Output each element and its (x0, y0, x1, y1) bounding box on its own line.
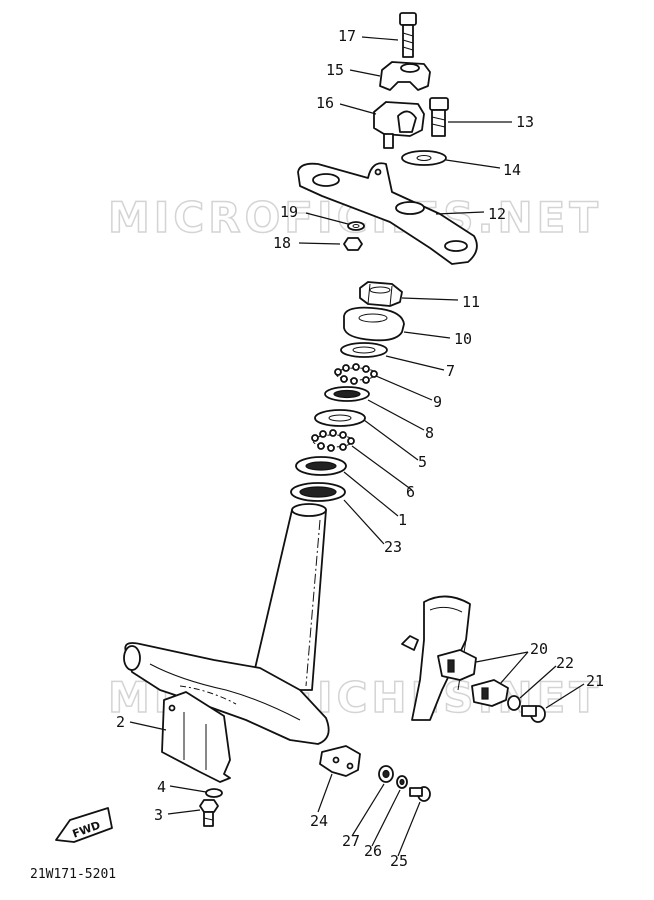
part-18-nut (343, 237, 363, 251)
part-11-ring-nut (359, 281, 403, 307)
part-27-washer (378, 765, 394, 783)
part-9-ball-bearing (334, 363, 378, 385)
callout-9: 9 (433, 393, 442, 411)
part-8-race (324, 386, 370, 402)
part-13-bolt (429, 97, 449, 137)
part-2-cover (161, 691, 231, 783)
callout-18: 18 (273, 234, 291, 252)
callout-27: 27 (342, 832, 360, 850)
callout-25: 25 (390, 852, 408, 870)
diagram-code: 21W171-5201 (30, 867, 116, 882)
callout-5: 5 (418, 453, 427, 471)
callout-6: 6 (406, 483, 415, 501)
part-22-washer (507, 695, 521, 711)
callout-20: 20 (530, 640, 548, 658)
part-1-race (290, 482, 346, 502)
part-7-race (340, 342, 388, 358)
part-15-upper-holder (379, 61, 431, 91)
part-24-bracket (319, 745, 361, 777)
callout-26: 26 (364, 842, 382, 860)
callout-14: 14 (503, 161, 521, 179)
part-10-cover (343, 306, 405, 342)
part-26-washer (396, 775, 408, 789)
callout-labels: 17 15 16 13 14 12 19 18 11 10 7 9 8 5 6 … (116, 27, 604, 870)
callout-13: 13 (516, 113, 534, 131)
part-lower-bracket (123, 642, 330, 745)
part-19-washer (347, 221, 365, 231)
callout-2: 2 (116, 713, 125, 731)
callout-24: 24 (310, 812, 328, 830)
callout-3: 3 (154, 806, 163, 824)
part-16-lower-holder (373, 101, 425, 149)
callout-8: 8 (425, 424, 434, 442)
callout-21: 21 (586, 672, 604, 690)
callout-12: 12 (488, 205, 506, 223)
part-6-ball-bearing (311, 429, 355, 452)
part-12-upper-bracket (297, 162, 478, 265)
callout-22: 22 (556, 654, 574, 672)
part-14-washer (401, 150, 447, 166)
part-4-washer (205, 788, 223, 798)
callout-15: 15 (326, 61, 344, 79)
part-21-bolt (521, 705, 546, 723)
callout-19: 19 (280, 203, 298, 221)
part-5-race (314, 409, 366, 427)
fwd-arrow-icon: FWD (55, 807, 113, 843)
callout-4: 4 (157, 778, 166, 796)
callout-10: 10 (454, 330, 472, 348)
leader-lines (129, 36, 585, 857)
callout-23: 23 (384, 538, 402, 556)
callout-11: 11 (462, 293, 480, 311)
callout-7: 7 (446, 362, 455, 380)
callout-1: 1 (398, 511, 407, 529)
part-20-clamp-upper (437, 649, 477, 681)
part-20-clamp-lower (471, 679, 509, 707)
callout-17: 17 (338, 27, 356, 45)
part-3-bolt (199, 799, 219, 827)
part-17-bolt (399, 12, 417, 58)
part-steering-stem (249, 503, 327, 691)
callout-16: 16 (316, 94, 334, 112)
part-bearing-race (295, 456, 347, 476)
part-25-bolt (409, 786, 431, 802)
